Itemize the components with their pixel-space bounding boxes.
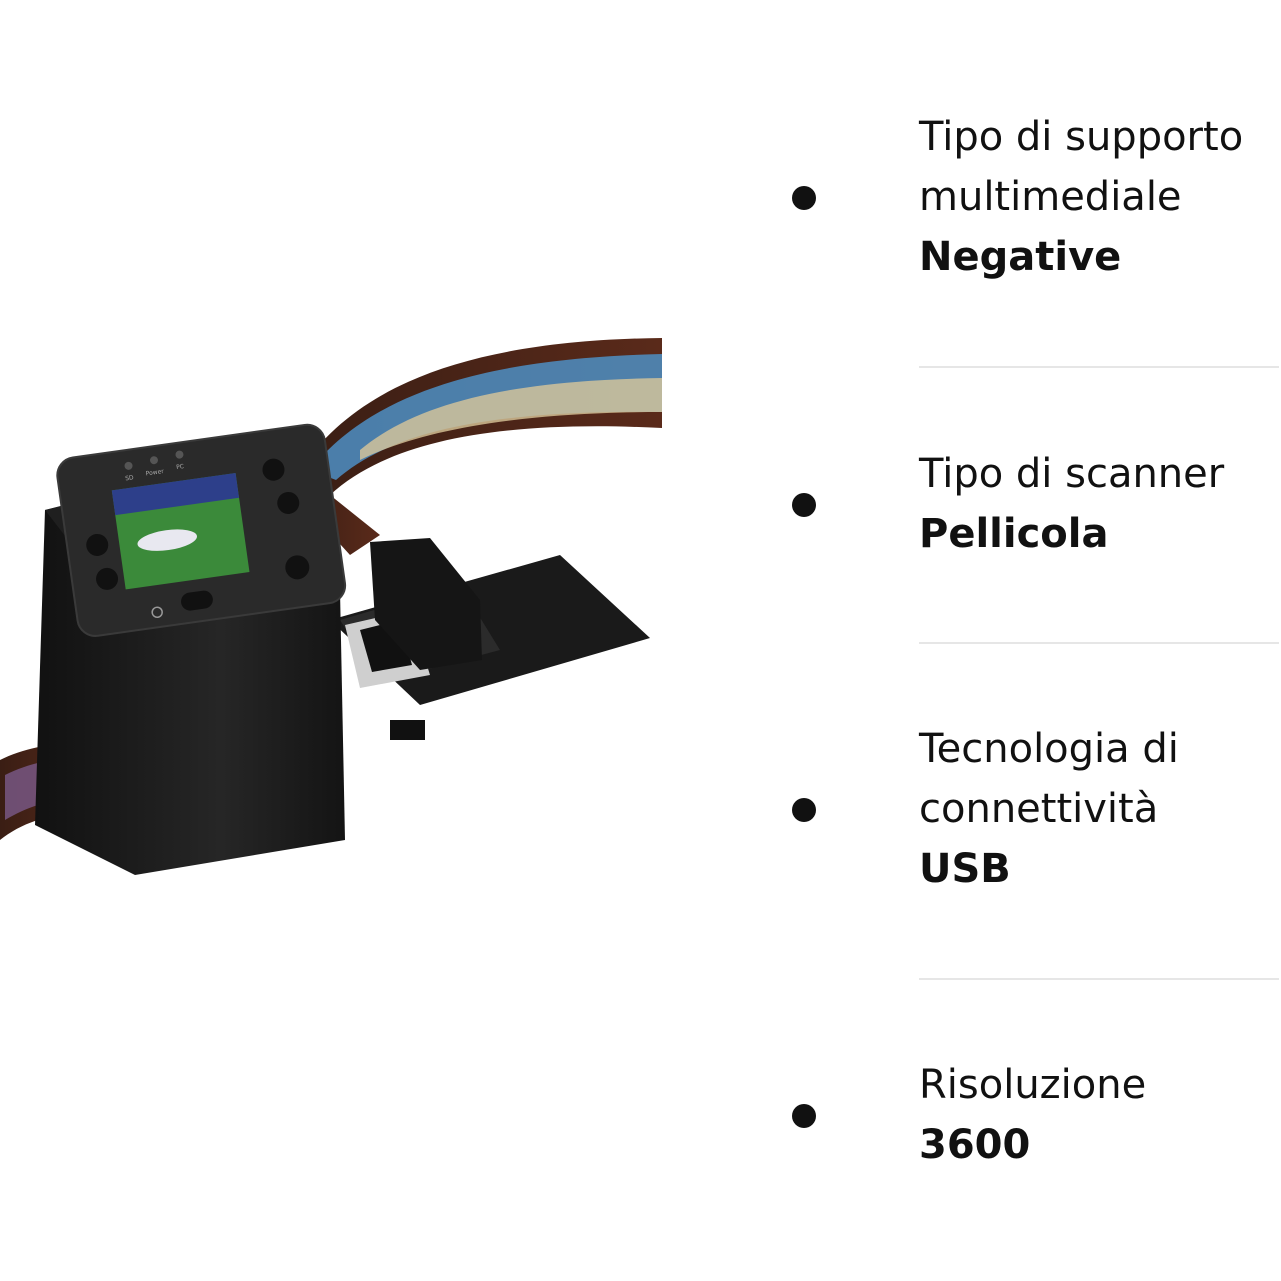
spec-label: Tipo di scanner <box>919 451 1225 497</box>
button-play[interactable] <box>261 457 286 482</box>
bullet-icon <box>792 493 816 517</box>
bullet-icon <box>792 1104 816 1128</box>
spec-label: Risoluzione <box>919 1062 1147 1108</box>
button-mode[interactable] <box>85 533 110 558</box>
spec-label: Tecnologia di <box>919 726 1179 772</box>
film-scanner-illustration: SD Power PC <box>0 338 662 875</box>
divider <box>919 978 1279 980</box>
bullet-icon <box>792 186 816 210</box>
spec-label: multimediale <box>919 174 1182 220</box>
button-swap[interactable] <box>95 566 120 591</box>
spec-label: Tipo di supporto <box>919 114 1244 160</box>
spec-value: Negative <box>919 234 1122 280</box>
bullet-icon <box>792 798 816 822</box>
power-icon <box>151 606 163 619</box>
product-image-film-scanner: SD Power PC <box>0 320 670 890</box>
spec-label: connettività <box>919 786 1159 832</box>
sd-led-label: SD <box>125 474 135 482</box>
button-camera[interactable] <box>284 554 311 581</box>
button-menu[interactable] <box>180 589 214 611</box>
pc-led-label: PC <box>176 463 185 471</box>
divider <box>919 366 1279 368</box>
spec-value: 3600 <box>919 1122 1031 1168</box>
button-down[interactable] <box>276 491 301 516</box>
power-led-label: Power <box>145 468 164 478</box>
divider <box>919 642 1279 644</box>
spec-value: Pellicola <box>919 511 1109 557</box>
spec-value: USB <box>919 846 1011 892</box>
